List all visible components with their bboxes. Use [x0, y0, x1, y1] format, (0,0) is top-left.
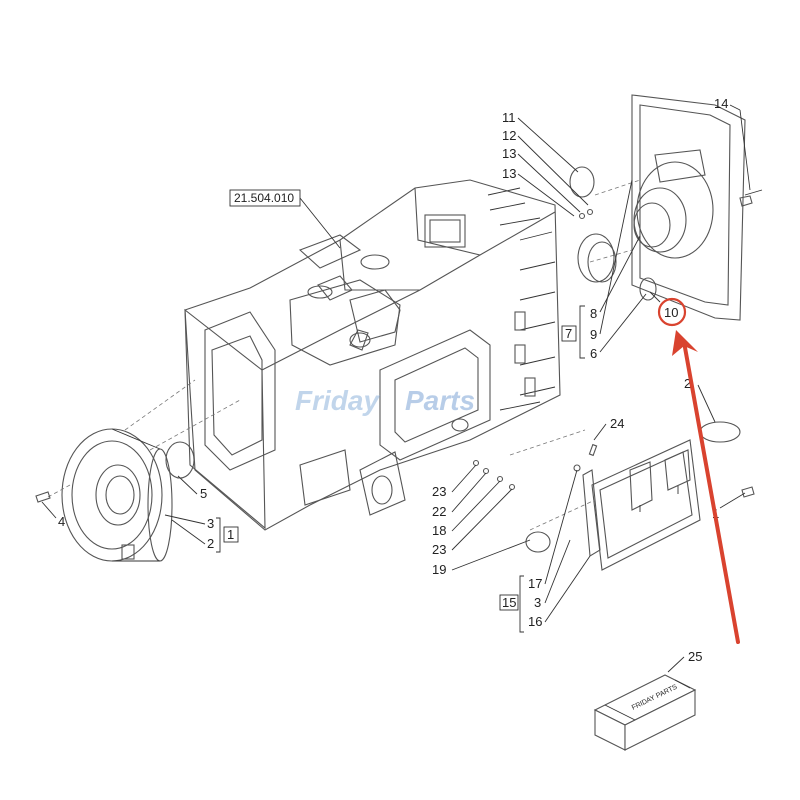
seal-parts-right [569, 166, 657, 301]
highlight-arrow [672, 330, 740, 644]
callout-25: 25 [688, 649, 702, 664]
callout-13a: 13 [502, 146, 516, 161]
callout-23a: 23 [432, 484, 446, 499]
callout-2-left: 2 [207, 536, 214, 551]
callout-12: 12 [502, 128, 516, 143]
callout-11: 11 [502, 110, 516, 125]
housing-studs [487, 187, 556, 411]
callout-17: 17 [528, 576, 542, 591]
callout-2-right: 2 [684, 376, 691, 391]
callout-13b: 13 [502, 166, 516, 181]
callout-14: 14 [714, 96, 728, 111]
reference-code: 21.504.010 [234, 191, 294, 205]
callout-labels: 11 12 13 13 14 8 9 6 7 10 2 1 24 5 3 [41, 96, 751, 673]
callout-6: 6 [590, 346, 597, 361]
highlight-circle [657, 297, 687, 327]
watermark-text-1: Friday [295, 385, 380, 416]
callout-7: 7 [565, 326, 572, 341]
callout-9: 9 [590, 327, 597, 342]
watermark-logo: Friday Parts [295, 385, 475, 416]
side-cover-assembly [472, 421, 755, 571]
callout-3-left: 3 [207, 516, 214, 531]
transmission-housing [184, 179, 561, 531]
callout-16: 16 [528, 614, 542, 629]
callout-19: 19 [432, 562, 446, 577]
front-cover-assembly [35, 379, 241, 562]
callout-1-left: 1 [227, 527, 234, 542]
callout-10: 10 [664, 305, 678, 320]
callout-24: 24 [610, 416, 624, 431]
callout-4: 4 [58, 514, 65, 529]
watermark-text-2: Parts [405, 385, 475, 416]
callout-15: 15 [502, 595, 516, 610]
callout-5: 5 [200, 486, 207, 501]
parts-crate: FRIDAY PARTS [593, 674, 697, 751]
reference-code-box: 21.504.010 [229, 189, 341, 249]
callout-3-bottom: 3 [534, 595, 541, 610]
callout-18: 18 [432, 523, 446, 538]
rear-cover-plate [589, 94, 763, 321]
callout-23b: 23 [432, 542, 446, 557]
callout-22: 22 [432, 504, 446, 519]
callout-8: 8 [590, 306, 597, 321]
